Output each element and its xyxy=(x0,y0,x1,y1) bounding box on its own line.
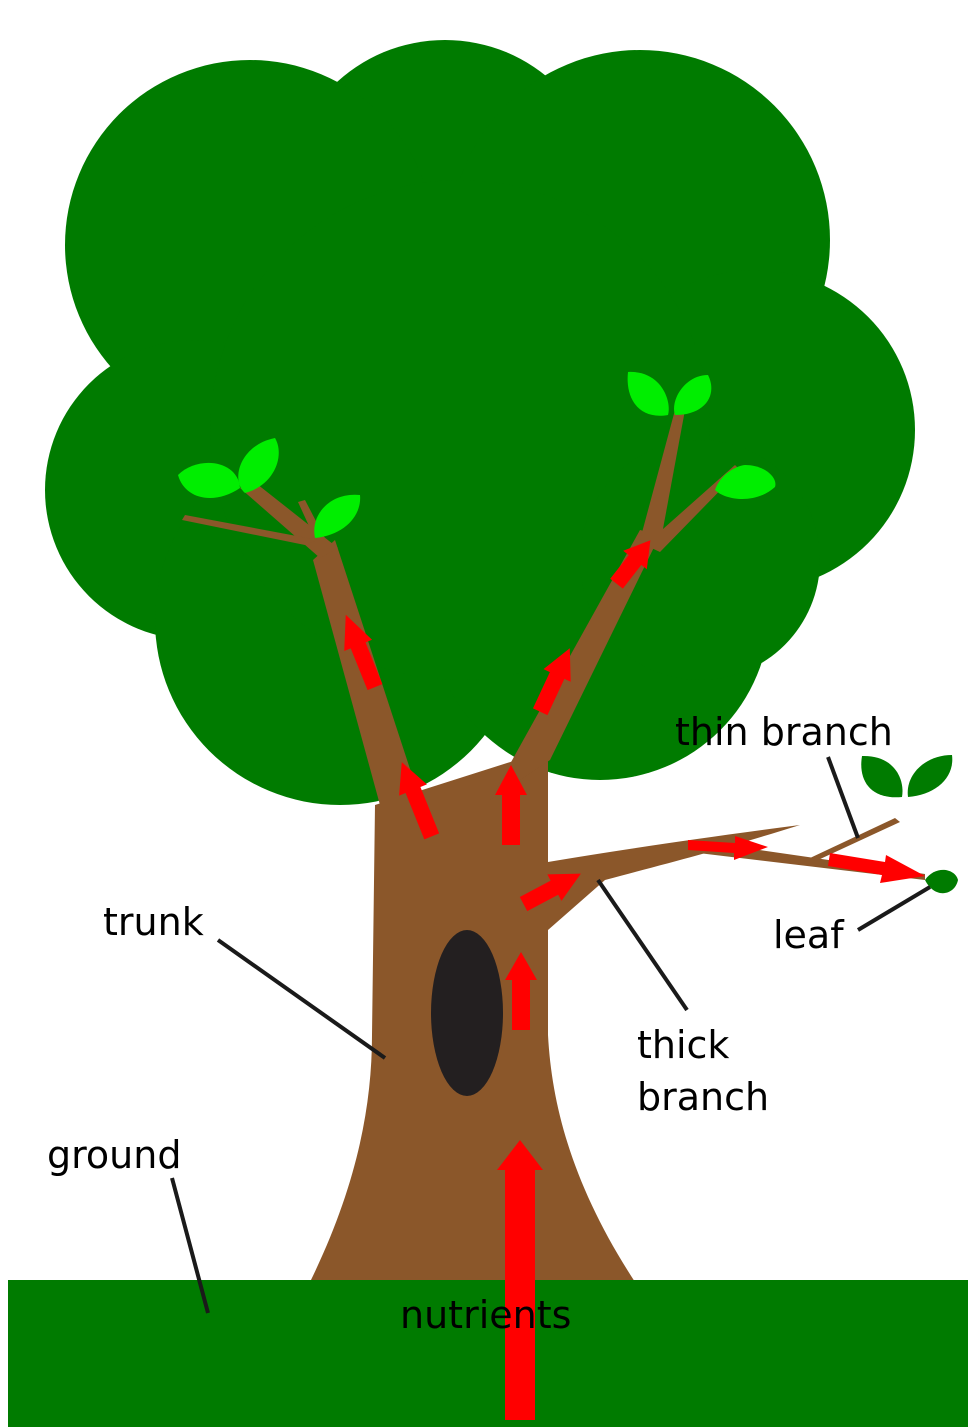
label-thick-branch-line1: thick xyxy=(637,1023,729,1067)
leaf-shape xyxy=(925,870,958,893)
label-trunk: trunk xyxy=(103,900,204,944)
tree-hollow xyxy=(431,930,503,1096)
thick-branch xyxy=(548,825,800,930)
thin-branch-leader xyxy=(828,757,858,838)
arrow-branch-2 xyxy=(828,853,925,883)
label-ground: ground xyxy=(47,1133,181,1177)
thick-branch-leader xyxy=(598,880,687,1010)
leaf-shape xyxy=(908,755,953,797)
leaf-leader xyxy=(858,887,930,930)
trunk-leader xyxy=(218,940,385,1058)
canopy xyxy=(45,40,915,805)
label-leaf: leaf xyxy=(773,913,845,957)
label-thick-branch-line2: branch xyxy=(637,1075,769,1119)
label-nutrients: nutrients xyxy=(400,1293,571,1337)
leaf-shape xyxy=(861,756,902,797)
label-thin-branch: thin branch xyxy=(675,710,893,754)
